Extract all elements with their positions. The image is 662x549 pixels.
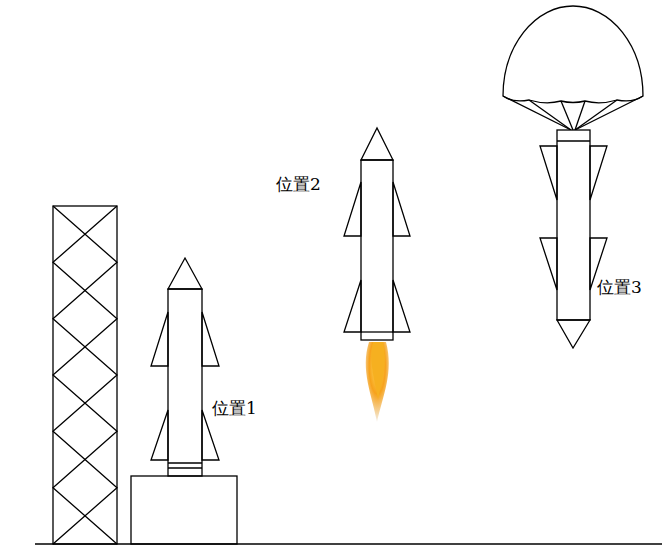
position-label: 位置3 — [597, 277, 642, 297]
position-label: 位置1 — [212, 398, 257, 418]
parachute — [503, 6, 643, 103]
ground-line — [35, 543, 662, 544]
flame — [366, 342, 389, 422]
launch-tower — [53, 206, 117, 544]
rocket-3 — [503, 6, 643, 348]
rocket-1 — [151, 258, 219, 476]
rocket-2 — [344, 128, 410, 422]
position-label: 位置2 — [276, 174, 321, 194]
launch-pad — [131, 476, 237, 544]
